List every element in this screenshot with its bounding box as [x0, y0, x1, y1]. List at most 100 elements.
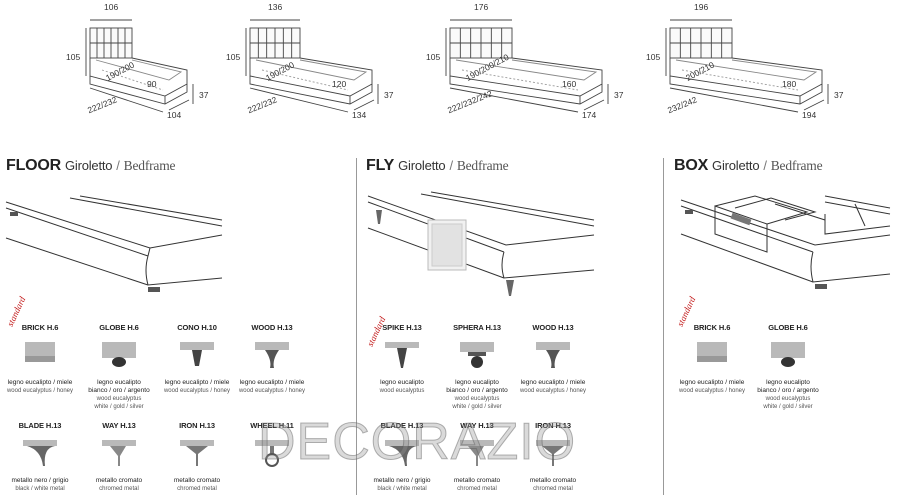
bed-width-label: 136: [268, 2, 283, 12]
foot-name: BLADE H.13: [380, 421, 424, 430]
foot-material-it: metallo nero / grigio: [11, 477, 69, 484]
cono-foot-icon: [180, 342, 214, 366]
mattress-width-label: 180: [782, 79, 797, 89]
foot-material-en: wood eucalyptus / honey: [678, 388, 746, 394]
way-foot-icon: [102, 440, 136, 466]
iron-foot-icon: [536, 440, 570, 466]
mattress-width-label: 160: [562, 79, 577, 89]
foot-name: WOOD H.13: [532, 323, 574, 332]
foot-name: SPHERA H.13: [453, 323, 501, 332]
foot-material-en: wood eucalyptus: [765, 396, 811, 402]
globe-foot-icon: [102, 342, 136, 367]
brick-foot-icon: [697, 342, 727, 362]
box-frame-drawing: [680, 195, 891, 289]
foot-material-it: legno eucalipto: [766, 379, 810, 386]
foot-material-it: legno eucalipto: [380, 379, 424, 386]
foot-material-it: legno eucalipto / miele: [7, 379, 73, 386]
foot-material-it-finish: bianco / oro / argento: [88, 387, 150, 394]
foot-option-way: WAY H.13 metallo cromato chromed metal: [79, 421, 159, 493]
bed-width-label: 106: [104, 2, 119, 12]
bed-width-label: 176: [474, 2, 489, 12]
iron-foot-icon: [180, 440, 214, 466]
foot-material-en: black / white metal: [377, 486, 427, 492]
bed-outline: [665, 19, 829, 113]
section-title-box: BOX Giroletto / Bedframe: [674, 157, 823, 174]
foot-name: IRON H.13: [535, 421, 571, 430]
foot-option-wheel: WHEEL H.11: [232, 421, 312, 477]
wood-foot-icon: [255, 342, 289, 368]
bed-outline: [85, 19, 194, 113]
foot-material-en-finish: white / gold / silver: [763, 404, 813, 410]
foot-name: BRICK H.6: [21, 323, 59, 332]
foot-option-cono: CONO H.10 legno eucalipto / miele wood eu…: [157, 323, 237, 395]
foot-material-it-finish: bianco / oro / argento: [446, 387, 508, 394]
section-title-fly: FLY Giroletto / Bedframe: [366, 157, 509, 174]
foot-name: SPIKE H.13: [382, 323, 422, 332]
foot-name: GLOBE H.6: [99, 323, 139, 332]
foot-material-it: metallo cromato: [453, 477, 501, 484]
spike-foot-icon: [385, 342, 419, 368]
bed-height-label: 105: [226, 52, 241, 62]
outer-width-label: 194: [802, 110, 817, 120]
foot-name: GLOBE H.6: [768, 323, 808, 332]
foot-material-en: chromed metal: [99, 486, 139, 492]
frame-height-label: 37: [834, 90, 844, 100]
foot-material-en-finish: white / gold / silver: [94, 404, 144, 410]
foot-material-it: legno eucalipto: [455, 379, 499, 386]
foot-material-it: metallo cromato: [529, 477, 577, 484]
bed-width-label: 196: [694, 2, 709, 12]
foot-material-it: legno eucalipto: [97, 379, 141, 386]
outer-width-label: 174: [582, 110, 597, 120]
foot-material-it: metallo cromato: [95, 477, 143, 484]
foot-material-en: wood eucalyptus / honey: [519, 388, 587, 394]
foot-option-blade: BLADE H.13 metallo nero / grigio black / …: [362, 421, 442, 493]
brick-foot-icon: [25, 342, 55, 362]
bed-height-label: 105: [646, 52, 661, 62]
bed-height-label: 105: [426, 52, 441, 62]
foot-material-it: legno eucalipto / miele: [520, 379, 586, 386]
bed-height-label: 105: [66, 52, 81, 62]
bed-outline: [445, 19, 609, 113]
bed-outline: [245, 19, 379, 113]
foot-material-it: legno eucalipto / miele: [164, 379, 230, 386]
foot-material-it: metallo cromato: [173, 477, 221, 484]
foot-material-en: wood eucalyptus: [454, 396, 500, 402]
frame-height-label: 37: [199, 90, 209, 100]
foot-material-en: chromed metal: [533, 486, 573, 492]
wood-foot-icon: [536, 342, 570, 368]
foot-option-wood: WOOD H.13 legno eucalipto / miele wood eu…: [513, 323, 593, 395]
section-divider: [663, 158, 664, 495]
foot-name: CONO H.10: [177, 323, 217, 332]
foot-material-it: metallo nero / grigio: [373, 477, 431, 484]
foot-name: WAY H.13: [460, 421, 494, 430]
foot-material-it-finish: bianco / oro / argento: [757, 387, 819, 394]
outer-width-label: 104: [167, 110, 182, 120]
sphera-foot-icon: [460, 342, 494, 368]
frame-height-label: 37: [614, 90, 624, 100]
foot-name: BRICK H.6: [693, 323, 731, 332]
foot-material-en: wood eucalyptus / honey: [163, 388, 231, 394]
foot-material-en: wood eucalyptus / honey: [238, 388, 306, 394]
foot-name: WAY H.13: [102, 421, 136, 430]
blade-foot-icon: [23, 440, 57, 466]
foot-material-en: chromed metal: [177, 486, 217, 492]
section-divider: [356, 158, 357, 495]
blade-foot-icon: [385, 440, 419, 466]
foot-name: BLADE H.13: [18, 421, 62, 430]
foot-material-it: legno eucalipto / miele: [239, 379, 305, 386]
foot-material-en: wood eucalyptus: [96, 396, 142, 402]
foot-option-iron: IRON H.13 metallo cromato chromed metal: [513, 421, 593, 493]
floor-frame-drawing: [5, 195, 223, 292]
outer-width-label: 134: [352, 110, 367, 120]
foot-name: WHEEL H.11: [250, 421, 294, 430]
globe-foot-icon: [771, 342, 805, 367]
way-foot-icon: [460, 440, 494, 466]
